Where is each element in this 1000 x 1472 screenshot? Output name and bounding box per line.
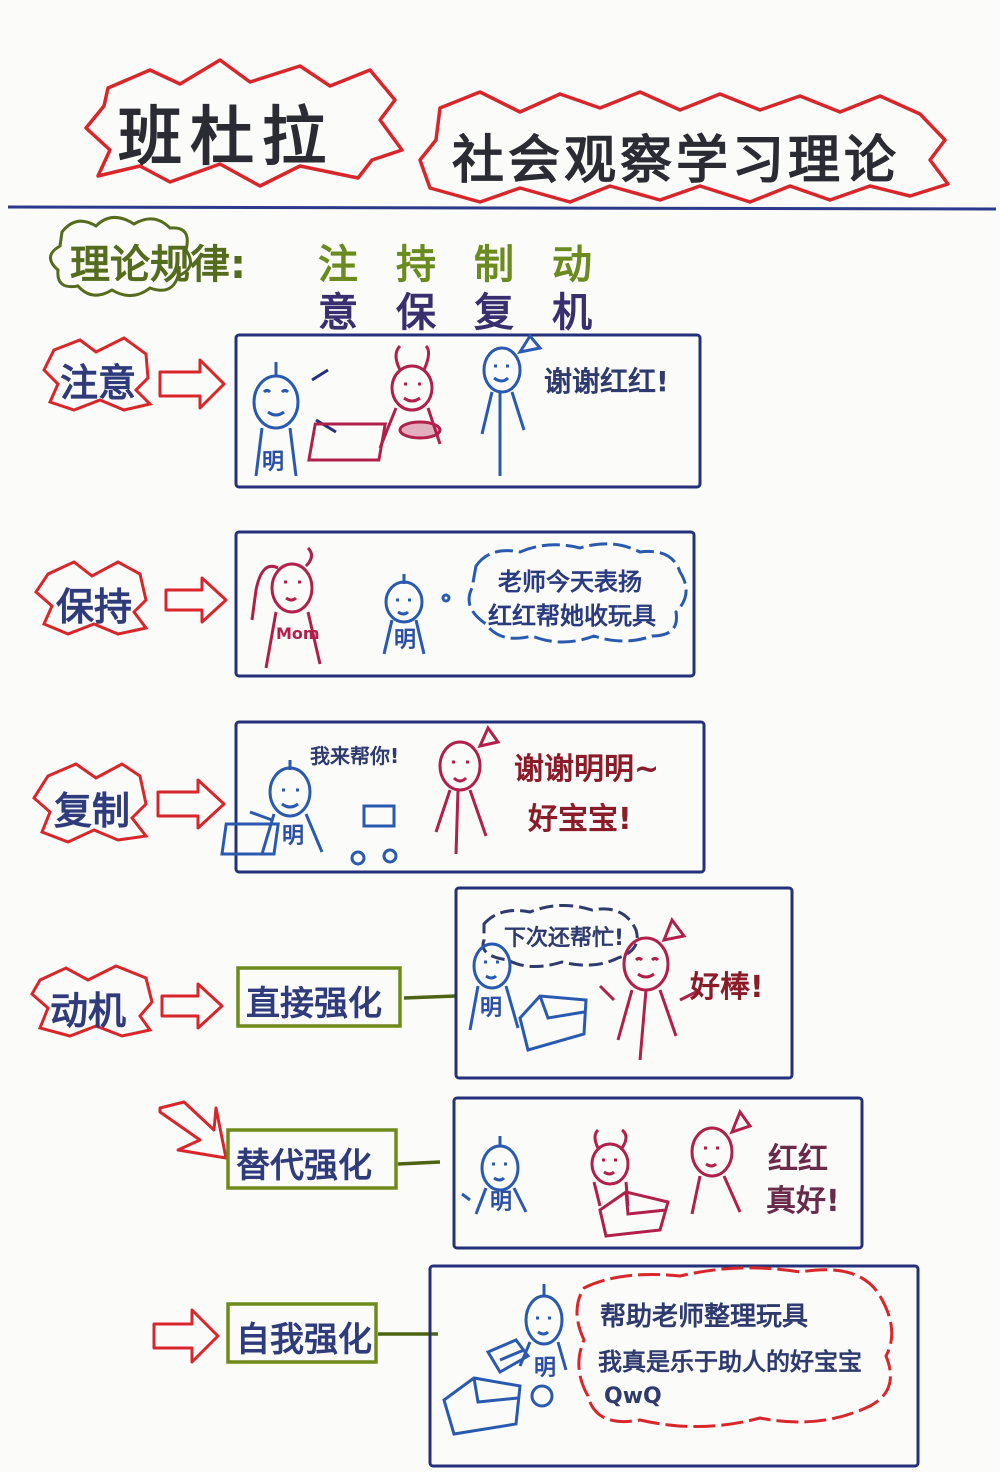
- reproduction-kid-speech: 我来帮你!: [310, 744, 400, 768]
- attention-arrow: [158, 358, 226, 410]
- vicarious-boy-tag: 明: [490, 1190, 513, 1215]
- reproduction-boy: [220, 760, 398, 866]
- reproduction-teacher: [434, 724, 501, 855]
- direct-kid-speech: 下次还帮忙!: [504, 926, 625, 951]
- attention-girl: [307, 344, 442, 462]
- law-cloud: [49, 216, 192, 297]
- retention-boy: [382, 574, 451, 655]
- retention-panel: [234, 530, 696, 678]
- attention-teacher: [480, 333, 543, 476]
- attention-boy: [252, 362, 300, 477]
- vicarious-speech-line1: 红红: [768, 1142, 828, 1177]
- motivation-label: 动机: [50, 989, 127, 1033]
- direct-boy-tag: 明: [480, 996, 503, 1021]
- vicarious-arrow: [158, 1100, 228, 1160]
- vicarious-panel: [452, 1096, 864, 1250]
- attention-label-frame: [42, 336, 153, 412]
- retention-label: 保持: [56, 585, 133, 629]
- self-thought-line2: 我真是乐于助人的好宝宝: [598, 1348, 862, 1376]
- title-divider: [7, 205, 997, 211]
- self-boy-tag: 明: [534, 1356, 557, 1381]
- direct-thought-bubble: [481, 903, 639, 968]
- subtitle: 社会观察学习理论: [452, 131, 901, 191]
- retention-mom-tag: Mom: [276, 624, 320, 643]
- reproduction-label: 复制: [54, 789, 131, 833]
- retention-mom: [250, 546, 322, 669]
- retention-speech-line2: 红红帮她收玩具: [488, 602, 656, 630]
- attention-speech: 谢谢红红!: [544, 365, 669, 398]
- self-thought-line1: 帮助老师整理玩具: [600, 1302, 809, 1332]
- vicarious-label-box: [226, 1128, 398, 1190]
- vicarious-connector: [397, 1160, 441, 1166]
- vicarious-speech-line2: 真好!: [766, 1184, 840, 1219]
- direct-label-box: [236, 966, 402, 1028]
- reproduction-boy-tag: 明: [282, 824, 305, 849]
- main-title: 班杜拉: [118, 101, 334, 175]
- motivation-label-frame: [30, 964, 154, 1038]
- retention-label-frame: [34, 560, 149, 636]
- self-arrow: [152, 1308, 220, 1364]
- direct-panel: [454, 886, 794, 1080]
- self-label: 自我强化: [236, 1320, 372, 1360]
- title-frame: [84, 58, 404, 188]
- retention-arrow: [164, 576, 228, 624]
- direct-connector: [403, 994, 457, 1000]
- reproduction-arrow: [156, 778, 226, 830]
- self-panel: [428, 1264, 920, 1468]
- attention-panel: [234, 333, 702, 489]
- vicarious-label: 替代强化: [236, 1146, 372, 1186]
- vicarious-girl: [590, 1128, 670, 1238]
- vicarious-teacher: [690, 1108, 753, 1215]
- reproduction-speech-line1: 谢谢明明~: [514, 752, 660, 787]
- self-label-box: [226, 1302, 378, 1364]
- retention-thought-bubble: [467, 542, 688, 644]
- motivation-arrow: [160, 982, 224, 1030]
- vicarious-boy: [461, 1136, 528, 1215]
- attention-label: 注意: [60, 361, 137, 405]
- reproduction-speech-line2: 好宝宝!: [528, 802, 632, 837]
- attention-boy-tag: 明: [262, 450, 285, 475]
- law-row-1: 注持制动: [318, 242, 630, 288]
- attention-look-lines: [311, 368, 337, 434]
- law-label: 理论规律:: [70, 242, 246, 288]
- direct-teacher: [598, 916, 701, 1061]
- reproduction-panel: [234, 720, 706, 874]
- direct-label: 直接强化: [246, 984, 382, 1024]
- direct-teacher-speech: 好棒!: [690, 970, 764, 1005]
- retention-speech-line1: 老师今天表扬: [498, 568, 642, 596]
- subtitle-frame: [418, 90, 950, 204]
- retention-boy-tag: 明: [394, 628, 417, 653]
- reproduction-label-frame: [32, 762, 149, 844]
- law-row-2: 意保复机: [318, 290, 630, 336]
- direct-boy: [468, 942, 588, 1052]
- self-thought-line3: QwQ: [604, 1384, 662, 1409]
- self-boy: [442, 1284, 568, 1436]
- self-thought-bubble: [575, 1266, 894, 1428]
